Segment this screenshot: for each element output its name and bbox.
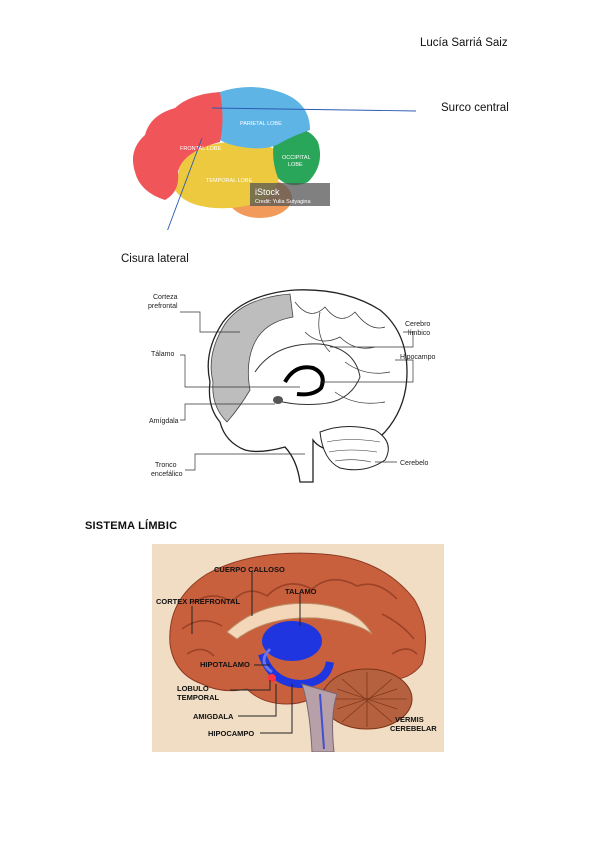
cerebellum-outline xyxy=(319,426,389,471)
gyri-lines xyxy=(294,301,391,404)
istock-watermark-credit: Credit: Yulia Sutyagina xyxy=(255,199,311,205)
label-cortex-prefrontal: CORTEX PREFRONTAL xyxy=(156,597,240,606)
cerebellum-folia-lines xyxy=(327,672,407,727)
label-hipocampo: HIPOCAMPO xyxy=(208,729,254,738)
prefrontal-cortex-shading xyxy=(210,293,294,423)
section-heading: SISTEMA LÍMBIC xyxy=(85,520,178,532)
occipital-lobe-region xyxy=(273,128,321,186)
parietal-lobe-region xyxy=(220,87,310,149)
label-hipocampo: Hipocampo xyxy=(400,354,436,361)
pointer-lobulo xyxy=(230,680,271,691)
label-cerebelo: Cerebelo xyxy=(400,460,429,467)
cerebrum-gyri xyxy=(181,578,418,657)
label-cerebro-1: Cerebro xyxy=(405,321,430,328)
author-name: Lucía Sarriá Saiz xyxy=(420,37,508,49)
pointer-amigdala xyxy=(238,684,277,717)
corpus-callosum-shape xyxy=(226,602,373,640)
label-corteza-1: Corteza xyxy=(153,294,178,301)
label-cuerpo-calloso: CUERPO CALLOSO xyxy=(214,565,285,574)
label-talamo: TALAMO xyxy=(285,587,317,596)
amygdala-marker xyxy=(268,674,276,682)
occipital-lobe-label-1: OCCIPITAL xyxy=(282,155,311,161)
limbic-system-figure: CUERPO CALLOSO CORTEX PREFRONTAL TALAMO … xyxy=(152,544,444,752)
label-tronco-1: Tronco xyxy=(155,462,177,469)
istock-watermark-brand: iStock xyxy=(255,187,280,197)
cisura-lateral-label: Cisura lateral xyxy=(121,253,189,265)
cisura-lateral-line xyxy=(167,137,203,230)
leader-talamo xyxy=(180,354,300,388)
leader-amigdala xyxy=(180,403,275,421)
brain-lobes-figure: FRONTAL LOBE PARIETAL LOBE OCCIPITAL LOB… xyxy=(132,87,417,230)
istock-watermark xyxy=(250,183,330,206)
label-vermis-2: CEREBELAR xyxy=(390,724,437,733)
hippocampus-shape xyxy=(283,365,325,397)
label-cerebro-2: límbico xyxy=(408,330,430,337)
brain-stem-shape xyxy=(301,683,338,752)
surco-central-line xyxy=(211,107,417,112)
label-amigdala: AMIGDALA xyxy=(193,712,234,721)
frontal-lobe-region xyxy=(132,92,223,200)
frontal-lobe-label: FRONTAL LOBE xyxy=(180,146,222,152)
amygdala-shape xyxy=(273,396,283,404)
surco-central-label: Surco central xyxy=(441,102,509,114)
pointer-hipocampo xyxy=(260,684,293,734)
leader-tronco xyxy=(185,453,305,471)
label-talamo: Tálamo xyxy=(151,351,174,358)
label-corteza-2: prefrontal xyxy=(148,303,178,310)
leader-cerebro-limbico xyxy=(330,331,414,348)
label-lobulo-2: TEMPORAL xyxy=(177,693,220,702)
label-tronco-2: encefálico xyxy=(151,471,183,478)
occipital-lobe-label-2: LOBE xyxy=(288,162,303,168)
leader-hipocampo xyxy=(320,359,414,383)
leader-corteza xyxy=(180,311,240,333)
brain-stem-blue-line xyxy=(319,693,325,750)
parietal-lobe-label: PARIETAL LOBE xyxy=(240,121,282,127)
label-hipotalamo: HIPOTALAMO xyxy=(200,660,250,669)
limbic-curve xyxy=(254,343,361,405)
fornix-shape xyxy=(262,647,273,674)
label-lobulo-1: LOBULO xyxy=(177,684,209,693)
temporal-lobe-label: TEMPORAL LOBE xyxy=(206,178,253,184)
label-vermis-1: VERMIS xyxy=(395,715,424,724)
cerebellum-folia xyxy=(326,439,381,463)
brain-sketch-figure: Corteza prefrontal Tálamo Amígdala Tronc… xyxy=(148,289,436,483)
label-amigdala: Amígdala xyxy=(149,418,179,425)
thalamus-shape xyxy=(262,621,322,661)
